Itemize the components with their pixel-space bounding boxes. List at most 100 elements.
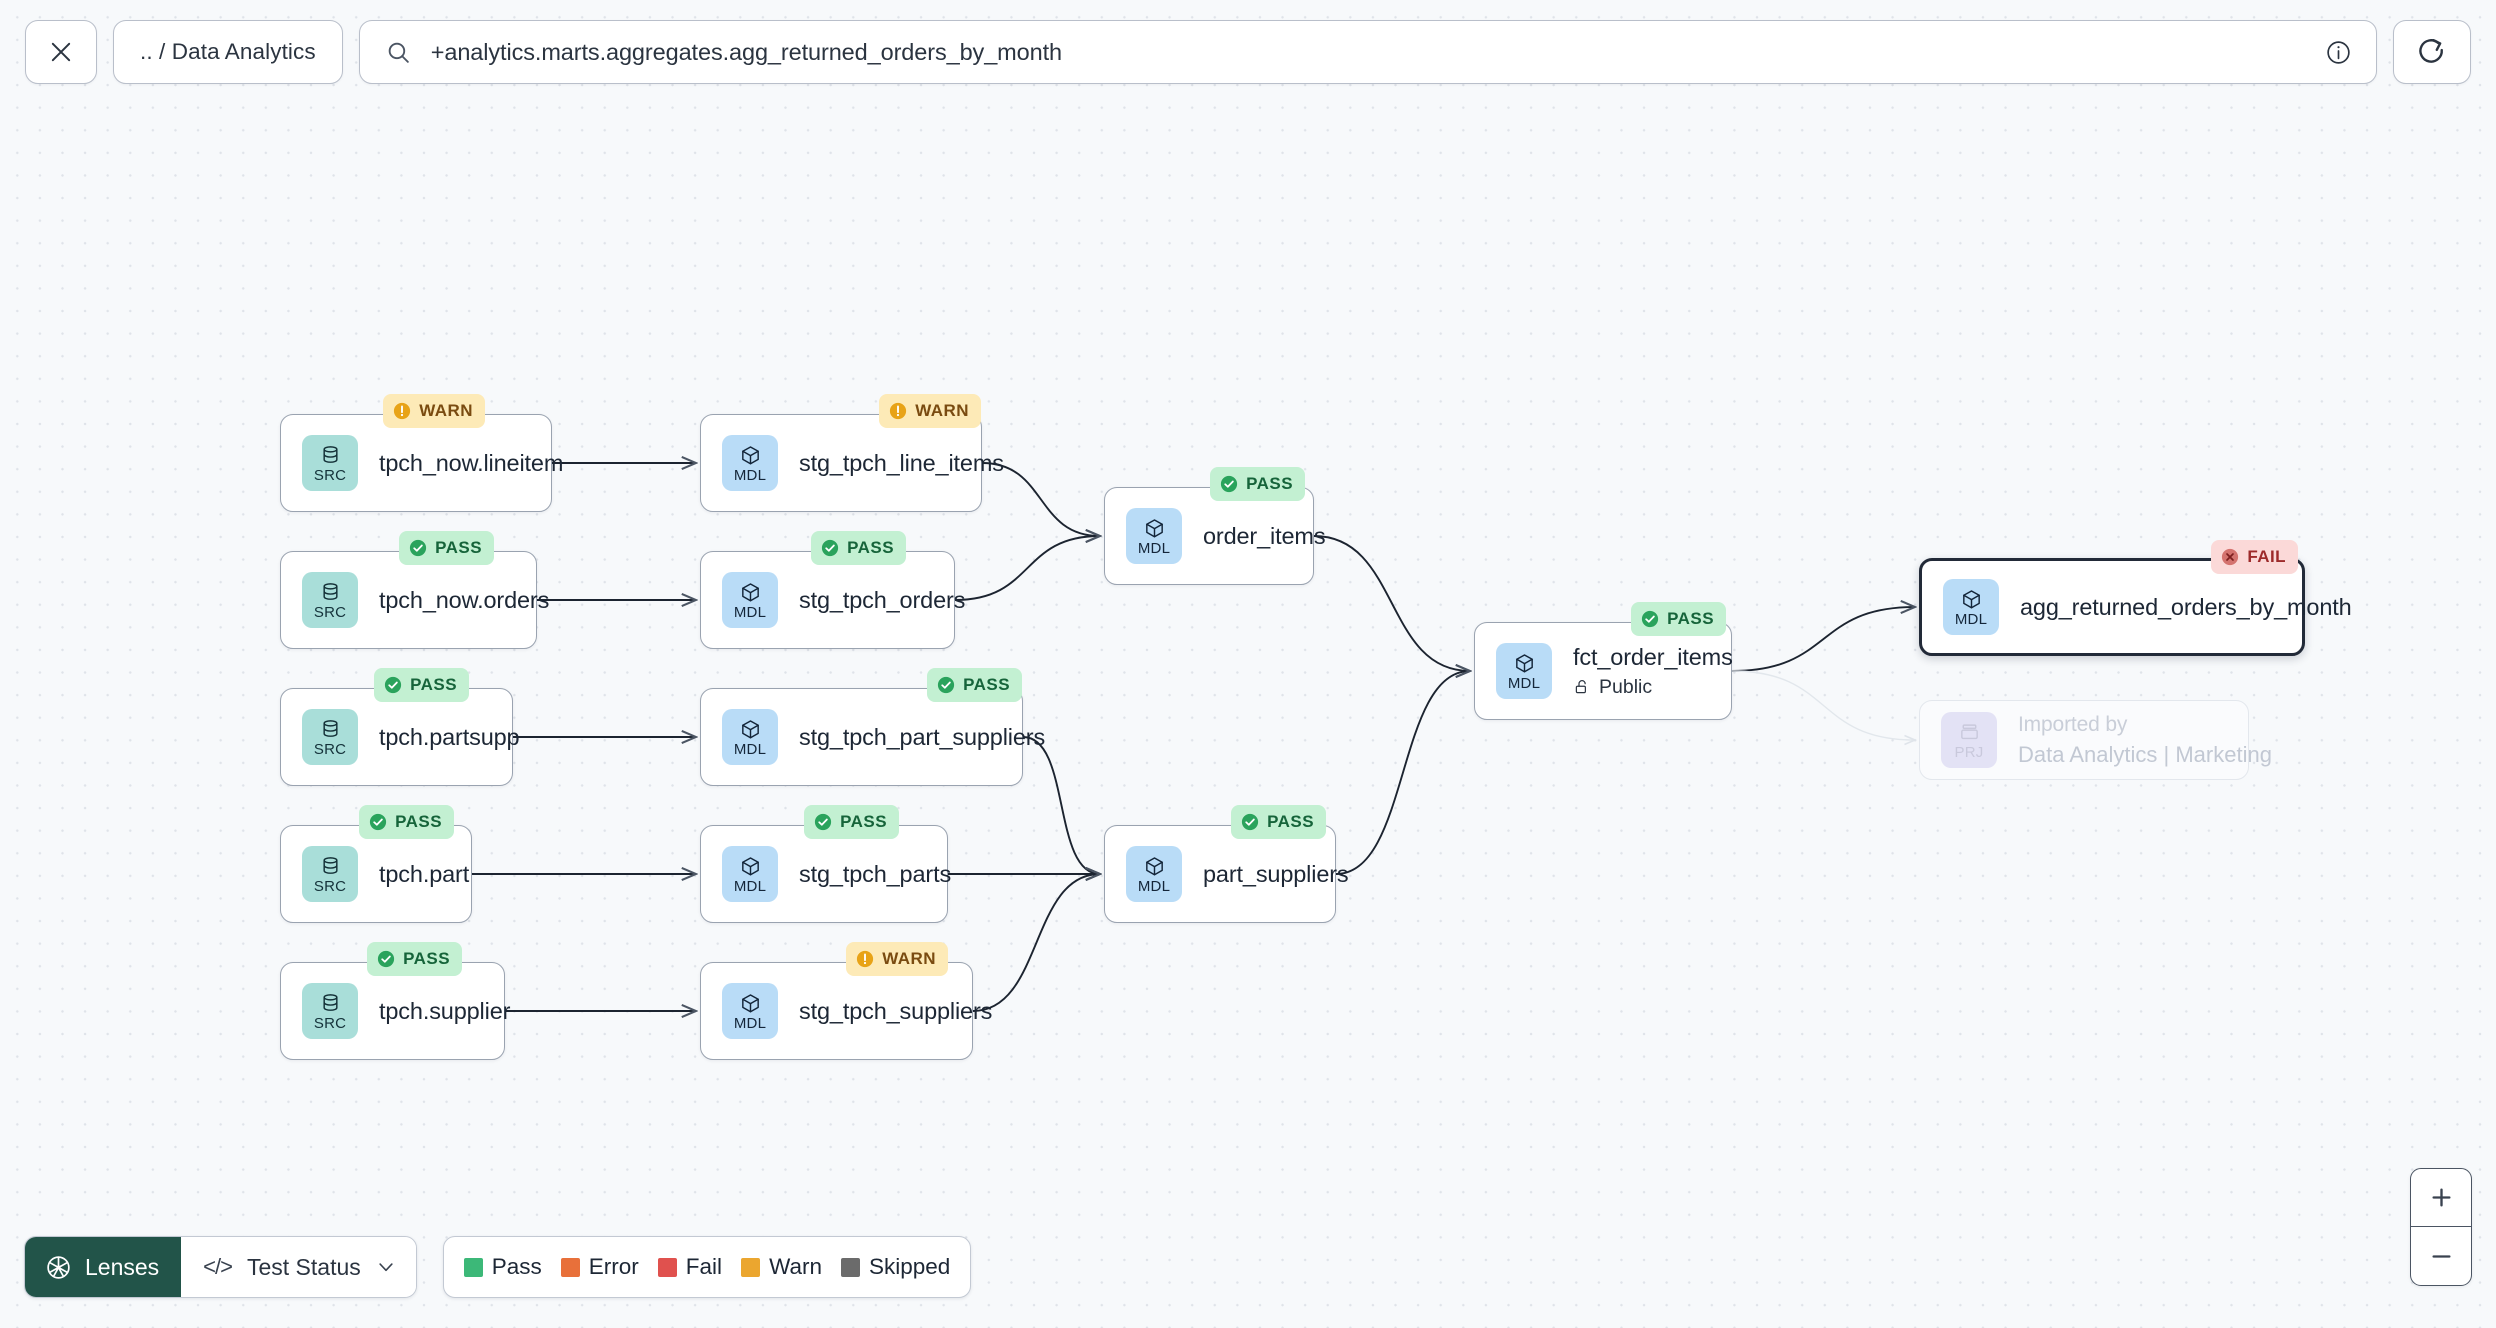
check-circle-icon: [410, 539, 427, 557]
cube-icon: [1515, 653, 1533, 672]
legend-item[interactable]: Pass: [463, 1254, 542, 1280]
x-circle-icon: [2222, 548, 2239, 566]
breadcrumb[interactable]: .. / Data Analytics: [113, 20, 343, 84]
status-badge-label: PASS: [403, 949, 450, 968]
graph-edge: [1313, 535, 1470, 671]
refresh-button[interactable]: [2393, 20, 2471, 84]
node-kind-badge: SRC: [302, 983, 358, 1039]
status-badge[interactable]: PASS: [1210, 467, 1305, 501]
status-badge-label: PASS: [410, 675, 457, 694]
aperture-icon: [47, 1255, 70, 1279]
status-badge[interactable]: FAIL: [2211, 540, 2298, 574]
graph-node[interactable]: SRC tpch_now.lineitem WARN: [280, 394, 564, 512]
legend-item[interactable]: Warn: [741, 1254, 822, 1280]
status-badge[interactable]: PASS: [1231, 805, 1326, 839]
status-badge[interactable]: PASS: [359, 805, 454, 839]
status-badge-label: WARN: [419, 401, 473, 420]
search-icon: [388, 42, 409, 63]
graph-node[interactable]: SRC tpch.partsupp PASS: [280, 668, 520, 786]
node-kind-label: MDL: [733, 603, 767, 621]
node-kind-badge: MDL: [1943, 579, 1999, 635]
node-text: stg_tpch_line_items: [799, 449, 1004, 477]
lenses-button[interactable]: Lenses: [25, 1237, 182, 1297]
status-badge[interactable]: PASS: [399, 531, 494, 565]
search-input[interactable]: +analytics.marts.aggregates.agg_returned…: [430, 38, 1062, 65]
check-circle-icon: [1642, 610, 1659, 628]
close-button[interactable]: [25, 20, 97, 84]
top-toolbar: .. / Data Analytics +analytics.marts.agg…: [0, 0, 2496, 104]
status-badge[interactable]: WARN: [846, 942, 948, 976]
zoom-in-button[interactable]: [2411, 1169, 2471, 1227]
status-badge[interactable]: PASS: [804, 805, 899, 839]
node-kind-label: MDL: [733, 877, 767, 895]
cube-icon: [1962, 589, 1980, 608]
graph-edge: [1731, 670, 1915, 740]
status-badge[interactable]: PASS: [374, 668, 469, 702]
status-badge[interactable]: PASS: [1631, 602, 1726, 636]
status-badge-label: PASS: [1667, 609, 1714, 628]
plus-icon: [2431, 1188, 2451, 1207]
status-badge[interactable]: WARN: [383, 394, 485, 428]
lenses-label: Lenses: [85, 1253, 160, 1280]
status-badge[interactable]: PASS: [367, 942, 462, 976]
node-kind-label: PRJ: [1954, 743, 1984, 761]
legend-item[interactable]: Skipped: [840, 1254, 951, 1280]
graph-node[interactable]: MDL stg_tpch_line_items WARN: [700, 394, 1004, 512]
zoom-out-button[interactable]: [2411, 1227, 2471, 1285]
node-kind-badge: SRC: [302, 709, 358, 765]
status-badge[interactable]: PASS: [811, 531, 906, 565]
graph-edge: [1022, 736, 1100, 874]
legend-item[interactable]: Error: [560, 1254, 639, 1280]
legend-item[interactable]: Fail: [657, 1254, 722, 1280]
refresh-icon: [2419, 39, 2443, 63]
node-kind-label: SRC: [313, 877, 347, 895]
graph-edge: [954, 536, 1100, 601]
database-icon: [322, 993, 338, 1011]
node-kind-label: SRC: [313, 466, 347, 484]
warning-circle-icon: [890, 402, 907, 420]
node-title: tpch_now.orders: [379, 586, 550, 613]
node-kind-badge: MDL: [722, 435, 778, 491]
graph-node[interactable]: MDL stg_tpch_orders PASS: [700, 531, 965, 649]
node-text: stg_tpch_orders: [799, 587, 965, 614]
node-title: stg_tpch_line_items: [799, 449, 1004, 476]
node-text: tpch_now.lineitem: [379, 449, 564, 477]
node-kind-badge: MDL: [722, 572, 778, 628]
search-bar[interactable]: +analytics.marts.aggregates.agg_returned…: [358, 20, 2377, 84]
node-title: tpch_now.lineitem: [379, 449, 564, 476]
status-badge[interactable]: WARN: [879, 394, 981, 428]
legend-swatch: [463, 1257, 483, 1277]
test-status-dropdown[interactable]: </> Test Status: [181, 1237, 416, 1297]
node-title: tpch.partsupp: [379, 723, 520, 750]
node-title: agg_returned_orders_by_month: [2020, 593, 2352, 620]
node-text: tpch.part: [379, 861, 469, 888]
node-kind-badge: SRC: [302, 435, 358, 491]
info-icon[interactable]: [2325, 39, 2352, 66]
status-badge[interactable]: PASS: [927, 668, 1022, 702]
status-badge-label: PASS: [847, 538, 894, 557]
warning-circle-icon: [394, 402, 411, 420]
graph-node[interactable]: MDL agg_returned_orders_by_month FAIL: [1919, 540, 2352, 656]
cube-icon: [741, 719, 759, 738]
check-circle-icon: [370, 813, 387, 831]
graph-node[interactable]: SRC tpch.part PASS: [280, 805, 472, 923]
node-kind-badge: MDL: [1126, 846, 1182, 902]
legend-label: Skipped: [868, 1254, 951, 1279]
node-title: Imported by: [2018, 712, 2128, 736]
node-kind-badge: MDL: [722, 983, 778, 1039]
cube-icon: [741, 582, 759, 601]
status-badge-label: PASS: [395, 812, 442, 831]
